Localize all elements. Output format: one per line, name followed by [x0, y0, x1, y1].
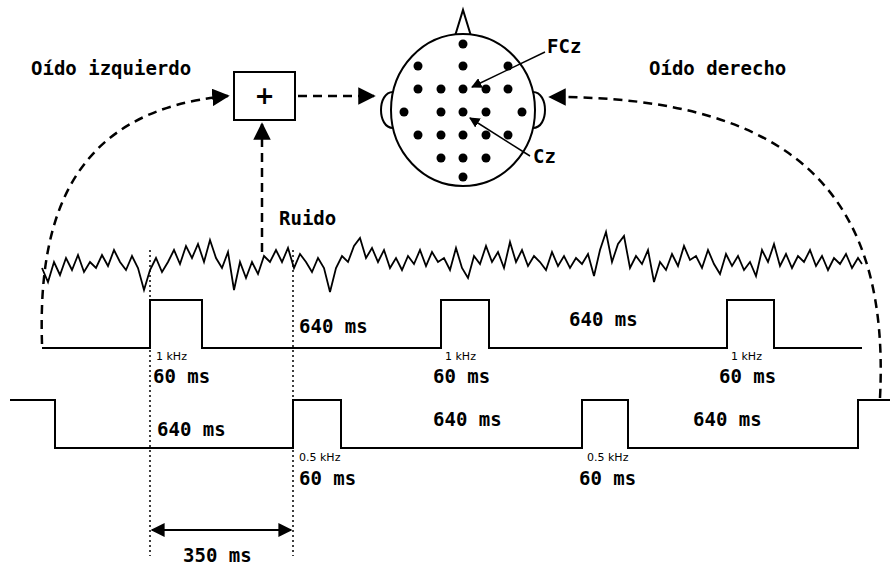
annotation-label: Oído derecho	[648, 58, 787, 80]
summing-box: +	[233, 71, 296, 121]
fcz-leader	[472, 52, 545, 87]
annotation-label: 640 ms	[298, 316, 369, 338]
annotation-label: 640 ms	[156, 419, 227, 441]
annotation-label: 640 ms	[692, 409, 763, 431]
operator-symbol: +	[254, 84, 274, 108]
annotation-label: 60 ms	[298, 468, 357, 490]
frequency-label: 1 kHz	[444, 351, 477, 363]
annotation-label: 640 ms	[432, 409, 503, 431]
annotation-label: 60 ms	[718, 366, 777, 388]
head-outline	[391, 34, 535, 186]
timing-guide	[292, 250, 294, 556]
interval-arrow	[152, 529, 291, 531]
head-figure	[381, 10, 545, 186]
annotation-label: Cz	[532, 146, 557, 168]
annotation-label: 350 ms	[182, 545, 253, 567]
left-ear-path	[42, 96, 228, 344]
frequency-label: 1 kHz	[155, 351, 188, 363]
timing-guide	[149, 250, 151, 556]
cz-leader	[470, 118, 530, 156]
annotation-label: 60 ms	[432, 366, 491, 388]
annotation-label: 60 ms	[152, 366, 211, 388]
mix-to-ear-path	[298, 95, 374, 98]
tone-train-1khz	[42, 300, 862, 348]
annotation-label: 60 ms	[578, 468, 637, 490]
annotation-label: FCz	[546, 36, 582, 58]
annotation-label: Ruido	[278, 208, 337, 230]
nose	[455, 10, 471, 36]
tone-train-05khz	[10, 400, 890, 448]
frequency-label: 0.5 kHz	[586, 452, 629, 464]
frequency-label: 0.5 kHz	[298, 452, 341, 464]
frequency-label: 1 kHz	[730, 351, 763, 363]
noise-wave	[42, 232, 862, 292]
electrodes	[400, 40, 527, 182]
noise-path	[261, 124, 264, 252]
right-ear-path	[550, 97, 881, 398]
annotation-label: 640 ms	[568, 309, 639, 331]
annotation-label: Oído izquierdo	[30, 58, 192, 80]
